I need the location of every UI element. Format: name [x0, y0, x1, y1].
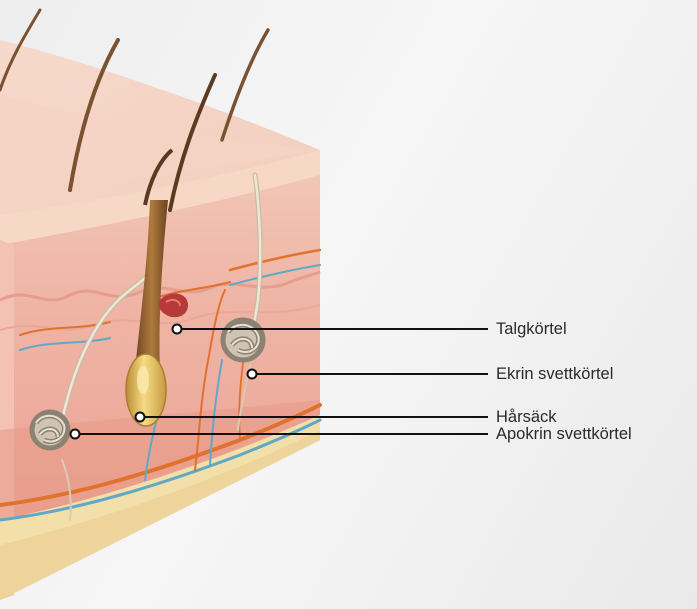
- label-apokrin-svettkortel: Apokrin svettkörtel: [496, 424, 632, 444]
- label-ekrin-svettkortel: Ekrin svettkörtel: [496, 364, 613, 384]
- marker-ekrin: [248, 370, 257, 379]
- apocrine-gland-coil: [32, 412, 68, 448]
- marker-harsack: [136, 413, 145, 422]
- marker-talgkortel: [173, 325, 182, 334]
- marker-apokrin: [71, 430, 80, 439]
- eccrine-gland-coil: [223, 320, 263, 360]
- label-talgkortel: Talgkörtel: [496, 319, 567, 339]
- skin-block: [0, 40, 320, 600]
